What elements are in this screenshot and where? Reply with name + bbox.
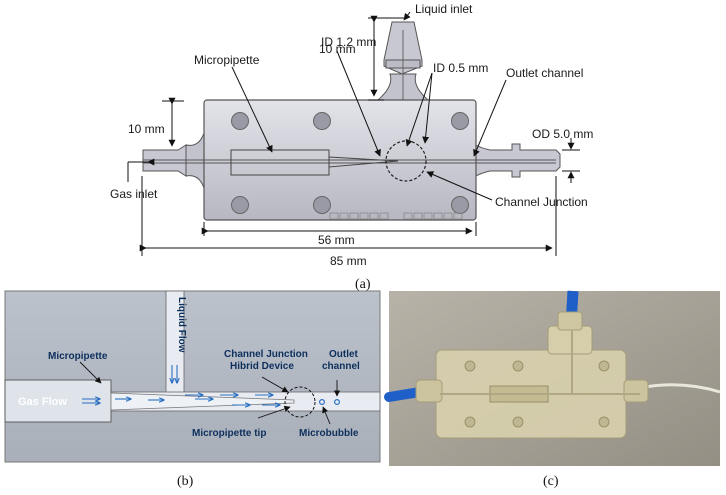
label-id-0-5: ID 0.5 mm: [433, 61, 488, 75]
label-gas-inlet: Gas inlet: [110, 187, 158, 201]
label-b-outlet-line2: channel: [322, 361, 360, 372]
label-micropipette: Micropipette: [194, 53, 260, 67]
label-od-5-0: OD 5.0 mm: [532, 127, 593, 141]
panel-a-leader-lines: [127, 11, 507, 201]
label-56mm: 56 mm: [318, 233, 355, 247]
label-channel-junction: Channel Junction: [495, 195, 588, 209]
label-b-outlet-line1: Outlet: [329, 349, 359, 360]
caption-a: (a): [355, 277, 371, 292]
label-b-microbubble: Microbubble: [299, 428, 359, 439]
label-85mm: 85 mm: [330, 254, 367, 268]
panel-a-device-drawing: [142, 21, 561, 221]
label-b-micropipette: Micropipette: [48, 351, 108, 362]
label-10mm-left: 10 mm: [128, 122, 165, 136]
label-b-junction-line1: Channel Junction: [224, 349, 308, 360]
label-id-1-2: ID 1.2 mm: [321, 35, 376, 49]
label-outlet-channel: Outlet channel: [506, 66, 583, 80]
label-b-micropipette-tip: Micropipette tip: [192, 428, 266, 439]
label-10mm-top: 10 mm: [319, 42, 356, 56]
label-liquid-flow: Liquid Flow: [176, 297, 187, 353]
caption-b: (b): [177, 474, 194, 489]
panel-b-simulation: [4, 290, 381, 463]
panel-a-dimension-lines: [139, 15, 580, 256]
label-b-junction-line2: Hibrid Device: [230, 361, 294, 372]
label-b-gas-flow: Gas Flow: [18, 396, 67, 408]
label-liquid-inlet: Liquid inlet: [415, 2, 473, 16]
caption-c: (c): [543, 474, 559, 489]
panel-c-device-photo: [384, 290, 721, 466]
